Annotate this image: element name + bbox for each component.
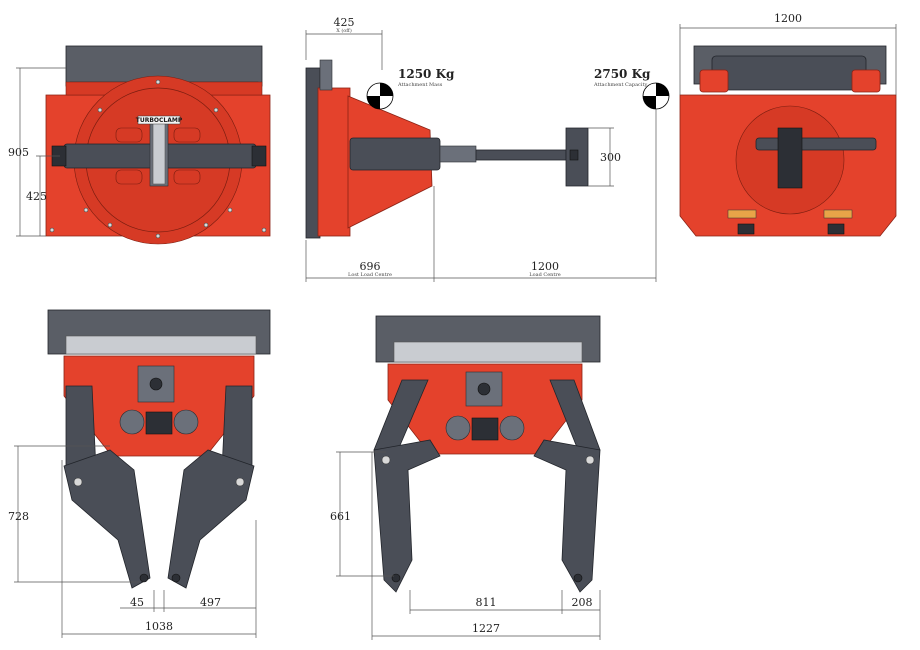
dim-open-width: 1227 — [472, 622, 500, 635]
closed-right-jaw — [167, 449, 255, 589]
disc-bolts — [83, 79, 233, 239]
closed-left-jaw — [63, 449, 151, 589]
dim-lost-load: 696 — [360, 260, 381, 273]
side-arm — [475, 149, 567, 161]
dim-load-centre: 1200 — [531, 260, 559, 273]
dim-open-jaw: 208 — [572, 596, 593, 609]
svg-text:Attachment Mass: Attachment Mass — [397, 82, 443, 88]
open-left-jaw — [373, 439, 441, 593]
dim-closed-gap: 45 — [130, 596, 144, 609]
open-right-jaw — [533, 439, 601, 593]
svg-text:Attachment Capacity: Attachment Capacity — [593, 82, 647, 88]
side-cylinder — [349, 137, 441, 171]
dim-closed-width: 1038 — [145, 620, 173, 633]
dim-arm-height: 300 — [600, 151, 621, 164]
dim-front-center: 425 — [26, 190, 47, 203]
cog-capacity-marker — [642, 82, 670, 110]
front-view: TURBOCLAMP 905 425 — [8, 45, 271, 245]
brand-label: TURBOCLAMP — [136, 117, 183, 124]
dim-closed-height: 728 — [8, 510, 29, 523]
svg-text:Load Centre: Load Centre — [529, 272, 561, 278]
svg-text:Lost Load Centre: Lost Load Centre — [348, 272, 392, 278]
dim-open-inner: 811 — [476, 596, 497, 609]
open-view: 661 811 208 1227 — [330, 315, 601, 640]
dim-front-height: 905 — [8, 146, 29, 159]
dim-closed-half: 497 — [200, 596, 221, 609]
dim-open-height: 661 — [330, 510, 351, 523]
side-view: 425 X (off) 1250 Kg Attachment Mass 2750… — [305, 16, 670, 282]
cog-mass-marker — [366, 82, 394, 110]
closed-view: 728 45 497 1038 — [8, 309, 271, 638]
rear-view: 1200 — [679, 12, 897, 237]
dim-rear-width: 1200 — [774, 12, 802, 25]
svg-text:X (off): X (off) — [336, 27, 352, 34]
dim-side-top: 425 — [334, 16, 355, 29]
capacity-value: 2750 Kg — [594, 67, 651, 81]
mass-value: 1250 Kg — [398, 67, 455, 81]
rear-cylinder — [755, 137, 877, 151]
